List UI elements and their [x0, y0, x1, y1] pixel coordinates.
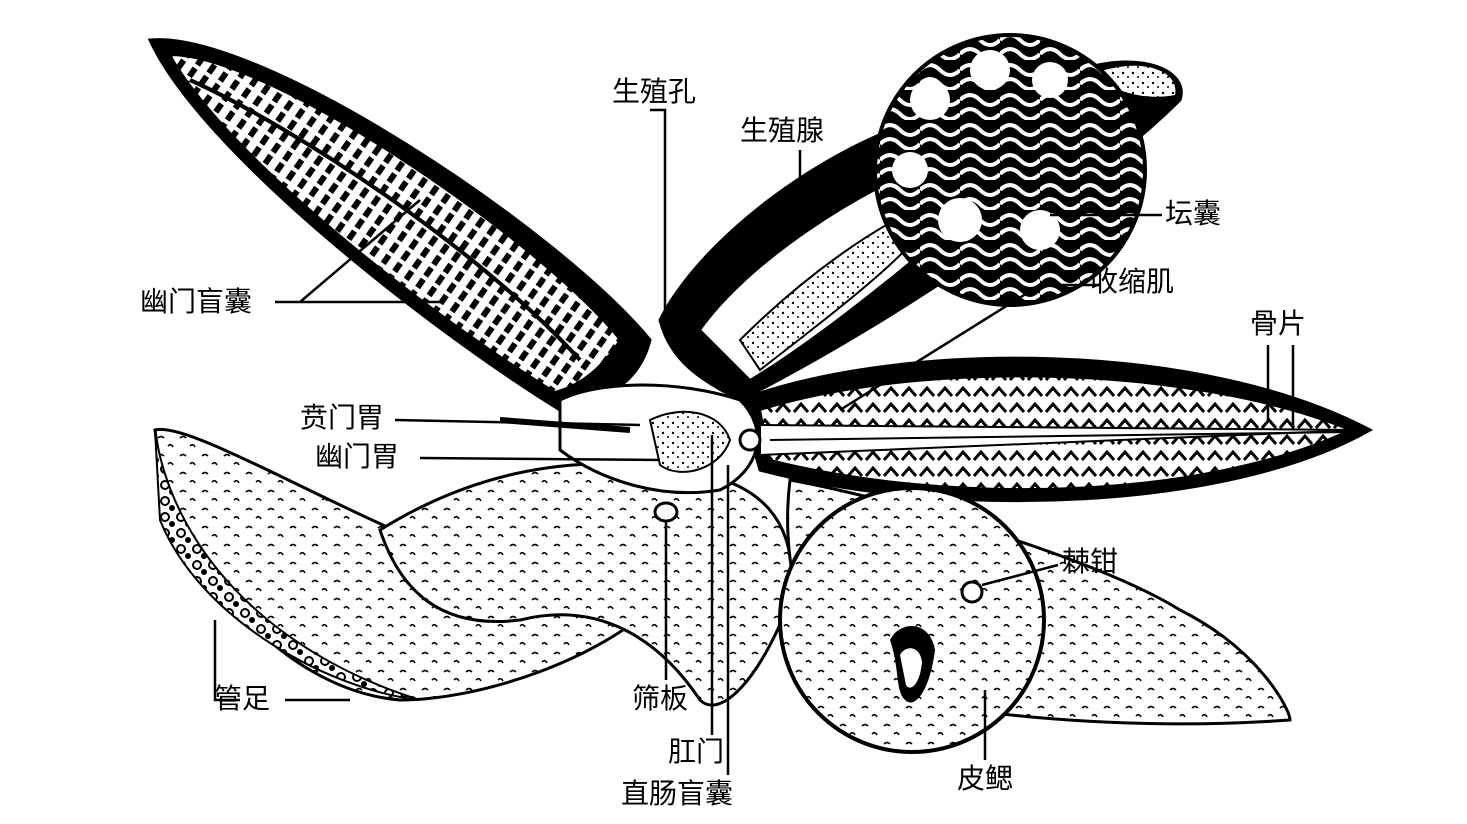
label-anus: 肛门 — [668, 735, 725, 768]
leader-tube-feet — [213, 620, 350, 702]
label-retractor: 收缩肌 — [1090, 265, 1175, 298]
label-pedicellaria: 棘钳 — [1062, 545, 1119, 578]
leader-pyloric-caeca — [275, 199, 440, 304]
label-pyloric-caeca: 幽门盲囊 — [140, 285, 253, 318]
upper-left-arm — [147, 38, 652, 412]
central-disc — [499, 383, 762, 495]
label-rectal-caeca: 直肠盲囊 — [621, 777, 734, 810]
leader-pedicellaria — [981, 563, 1059, 587]
label-ampulla: 坛囊 — [1165, 197, 1222, 230]
label-cardiac-stomach: 贲门胃 — [300, 401, 385, 434]
madreporite-plate — [653, 501, 679, 523]
label-tube-feet: 管足 — [214, 682, 271, 715]
label-gonopore: 生殖孔 — [612, 75, 697, 108]
skin-magnified — [778, 486, 1046, 754]
right-arm — [738, 356, 1374, 502]
leader-pyloric-stomach — [419, 456, 661, 462]
label-gonad: 生殖腺 — [740, 114, 825, 147]
leader-cardiac-stomach — [394, 418, 641, 427]
label-pyloric-stomach: 幽门胃 — [315, 440, 400, 473]
leader-gonopore — [650, 108, 667, 330]
leader-retractor — [839, 283, 1100, 412]
leader-lines — [213, 108, 1295, 775]
label-madreporite: 筛板 — [632, 682, 689, 715]
label-papula: 皮鳃 — [957, 762, 1014, 795]
label-ossicle: 骨片 — [1250, 307, 1307, 340]
